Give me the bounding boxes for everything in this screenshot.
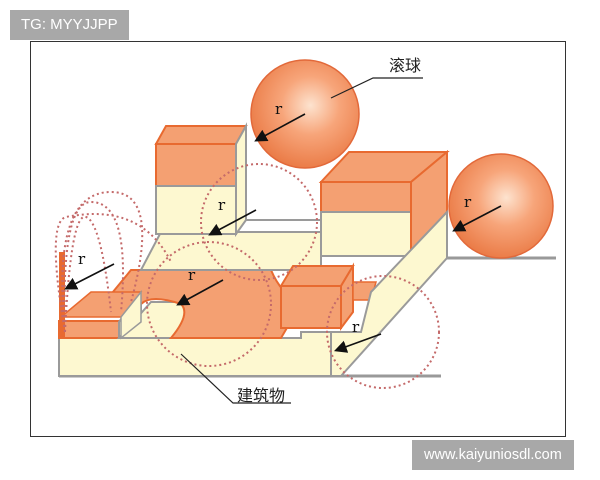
sphere-label: 滚球 (389, 56, 422, 75)
leader-lines (180, 77, 423, 404)
svg-text:r: r (464, 193, 472, 211)
dotted-arcs (54, 163, 440, 389)
svg-text:r: r (188, 266, 196, 284)
diagram-frame: r r r r r r 滚球 建筑物 (30, 41, 566, 437)
radius-arrows (64, 113, 502, 353)
watermark-top: TG: MYYJJPP (10, 10, 129, 40)
svg-text:r: r (352, 318, 360, 336)
building-label: 建筑物 (237, 386, 286, 405)
svg-text:r: r (78, 250, 86, 268)
tall-block-right (318, 149, 450, 377)
tall-block-left (154, 122, 321, 238)
svg-text:r: r (275, 100, 283, 118)
watermark-bottom: www.kaiyuniosdl.com (412, 440, 574, 470)
radius-labels: r r r r r r (78, 100, 472, 336)
small-block-middle (279, 262, 377, 331)
svg-text:r: r (218, 196, 226, 214)
rolling-sphere-diagram: r r r r r r (54, 59, 556, 404)
